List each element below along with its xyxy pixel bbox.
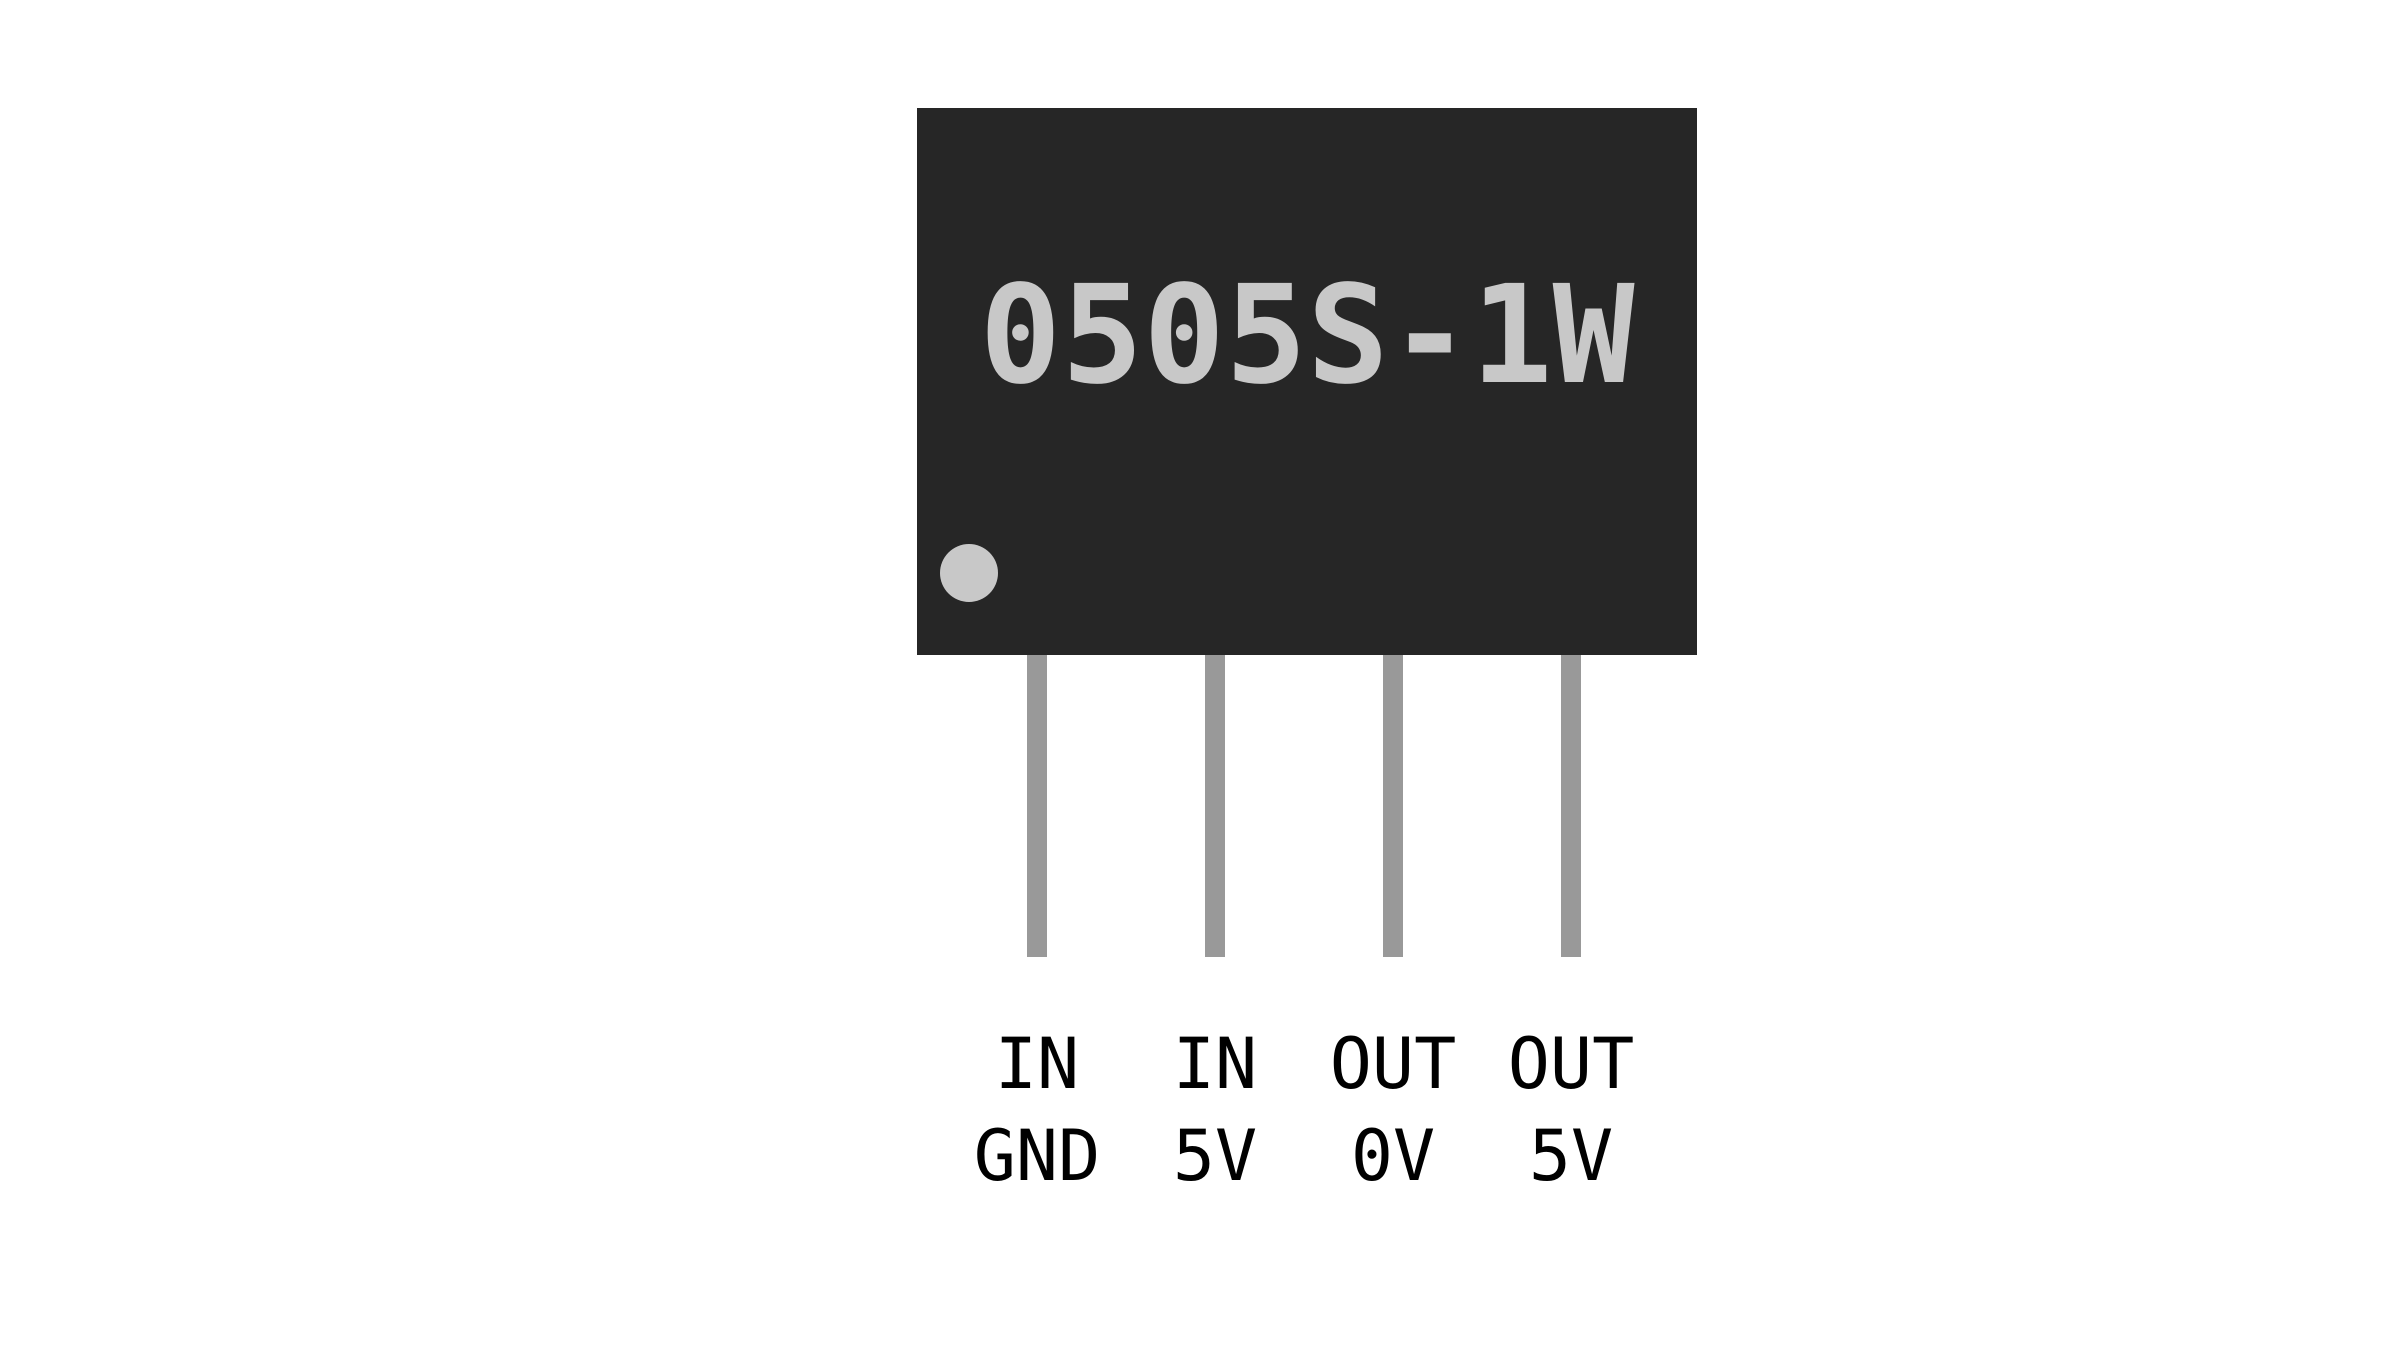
pin1-marker-dot — [940, 544, 998, 602]
pin-3 — [1383, 655, 1403, 957]
pin-2-label: IN 5V — [1115, 1018, 1315, 1202]
pin-3-label-line1: OUT — [1329, 1023, 1457, 1105]
component-body: 0505S-1W — [917, 108, 1697, 655]
pin-2-label-line1: IN — [1172, 1023, 1258, 1105]
pin-4-label: OUT 5V — [1471, 1018, 1671, 1202]
pin-3-label-line2: 0V — [1350, 1115, 1436, 1197]
pin-1-label-line2: GND — [973, 1115, 1101, 1197]
pin-3-label: OUT 0V — [1293, 1018, 1493, 1202]
pin-1-label: IN GND — [937, 1018, 1137, 1202]
part-number-label: 0505S-1W — [979, 257, 1635, 415]
pin-1-label-line1: IN — [994, 1023, 1080, 1105]
pin-4 — [1561, 655, 1581, 957]
pin-2 — [1205, 655, 1225, 957]
pin-1 — [1027, 655, 1047, 957]
pin-4-label-line2: 5V — [1528, 1115, 1614, 1197]
pin-4-label-line1: OUT — [1507, 1023, 1635, 1105]
pin-2-label-line2: 5V — [1172, 1115, 1258, 1197]
